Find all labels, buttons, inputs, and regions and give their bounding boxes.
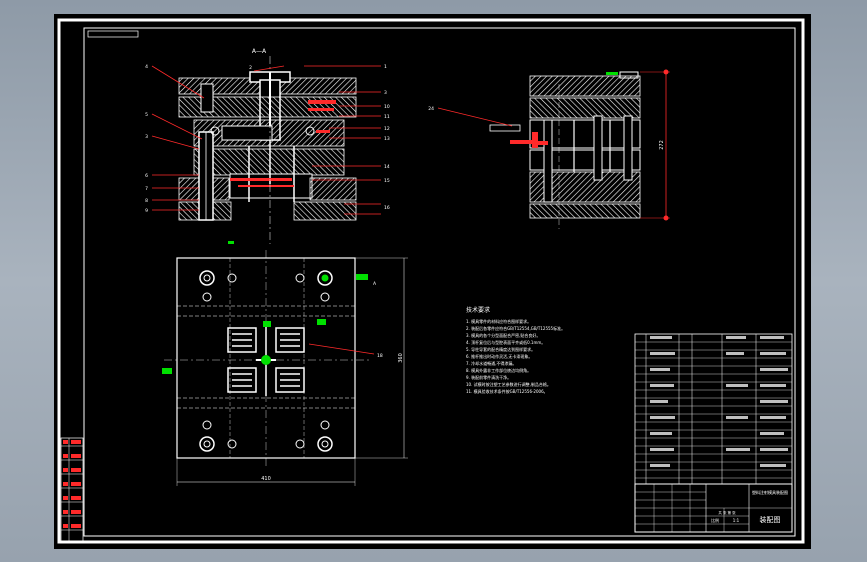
outer-frame xyxy=(57,18,805,544)
callout-right-7: 13 xyxy=(384,136,390,142)
plan-view-tag: A xyxy=(373,281,377,287)
corner-stamp xyxy=(87,30,139,38)
tech-requirements: 技术要求 1. 模具零件的材料应符合图样要求。 2. 装配后各零件应符合GB/T… xyxy=(466,306,565,394)
callout-right-3: 3 xyxy=(384,90,387,96)
parts-list xyxy=(634,333,793,485)
inner-frame xyxy=(83,27,796,537)
title-block: 塑料注射模具装配图 装配图 比例 1:1 共 张 第 张 xyxy=(634,483,793,533)
callout-left-1: 4 xyxy=(145,64,148,70)
tech-item: 4. 顶杆复位后与型腔表面平齐或低0.1mm。 xyxy=(466,339,545,345)
tech-item: 10. 试模时按注塑工艺参数进行调整,制品合格。 xyxy=(466,381,551,387)
tech-item: 7. 冷却水道畅通,不得渗漏。 xyxy=(466,360,516,366)
plan-width-dim: 410 xyxy=(261,476,271,482)
callout-left-5: 7 xyxy=(145,186,148,192)
plan-view: 360 410 18 A xyxy=(162,241,408,486)
callout-left-2: 5 xyxy=(145,112,148,118)
tech-item: 2. 装配后各零件应符合GB/T12554,GB/T12555标准。 xyxy=(466,325,565,331)
tech-item: 11. 模具验收技术条件按GB/T12556-2006。 xyxy=(466,388,548,394)
tech-item: 9. 装配前零件清洗干净。 xyxy=(466,374,511,380)
section-view: A—A xyxy=(145,48,390,244)
tech-item: 3. 模具的各个分型面配合严密,贴合良好。 xyxy=(466,332,540,338)
callout-left-4: 6 xyxy=(145,173,148,179)
tech-item: 8. 模具外露非工作部位棱边均倒角。 xyxy=(466,367,531,373)
sheet-label: 共 张 第 张 xyxy=(718,510,736,515)
drawing-name: 装配图 xyxy=(760,515,781,524)
side-view: 24 272 xyxy=(428,69,670,229)
plan-height-dim: 360 xyxy=(398,353,404,363)
tech-title: 技术要求 xyxy=(466,306,490,314)
tech-item: 6. 推杆推出时动作灵活,无卡滞现象。 xyxy=(466,353,532,359)
side-view-callout: 24 xyxy=(428,106,434,112)
plan-callout: 18 xyxy=(377,353,383,359)
cad-drawing: A—A xyxy=(57,18,805,544)
tech-item: 1. 模具零件的材料应符合图样要求。 xyxy=(466,318,531,324)
callout-right-2: 2 xyxy=(249,65,252,71)
callout-left-3: 3 xyxy=(145,134,148,140)
callout-right-5: 11 xyxy=(384,114,390,120)
margin-table xyxy=(60,437,84,543)
side-view-dimension: 272 xyxy=(659,140,665,150)
callout-right-10: 16 xyxy=(384,205,390,211)
ratio-label: 比例 xyxy=(711,517,719,523)
callout-right-8: 14 xyxy=(384,164,390,170)
callout-right-1: 1 xyxy=(384,64,387,70)
scale-value: 1:1 xyxy=(733,518,740,523)
section-title: A—A xyxy=(252,48,267,55)
callout-right-4: 10 xyxy=(384,104,390,110)
callout-left-6: 8 xyxy=(145,198,148,204)
school-name: 塑料注射模具装配图 xyxy=(752,489,788,495)
tech-item: 5. 导柱导套的配合精度达到图样要求。 xyxy=(466,346,535,352)
callout-right-9: 15 xyxy=(384,178,390,184)
drawing-sheet: A—A xyxy=(54,14,811,549)
callout-left-7: 9 xyxy=(145,208,148,214)
callout-right-6: 12 xyxy=(384,126,390,132)
